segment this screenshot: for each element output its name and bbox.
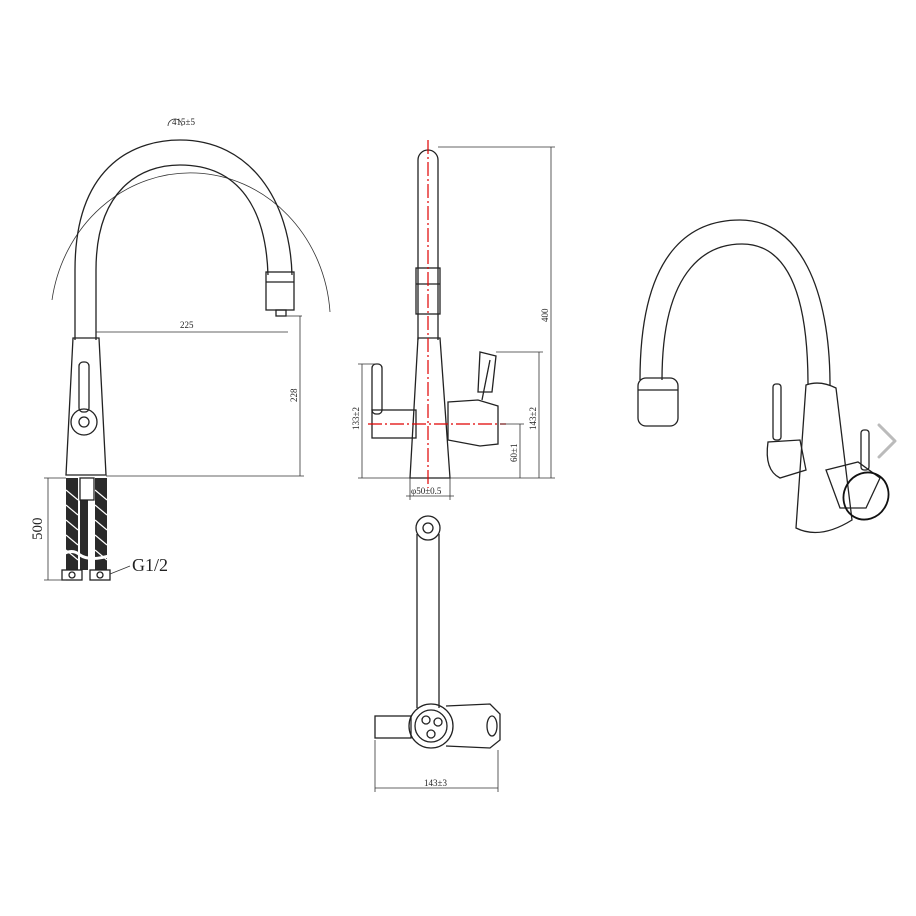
base-diameter-label: φ50±0.5 <box>411 486 442 496</box>
handle-height-right-label: 143±2 <box>528 407 538 430</box>
thread-label: G1/2 <box>132 555 168 575</box>
front-view: 415±5 225 228 <box>30 117 331 581</box>
arc-dimension-line <box>51 172 331 313</box>
side-handle-right <box>447 399 499 447</box>
base-height-label: 60±1 <box>509 444 519 462</box>
perspective-spout-head <box>637 377 679 427</box>
hose-length-label: 500 <box>30 518 46 541</box>
side-view: 400 143±2 60±1 133±2 φ50±0.5 <box>351 140 555 500</box>
top-inlet-2 <box>433 717 443 727</box>
perspective-body <box>795 382 853 534</box>
spout-head <box>265 271 295 311</box>
faucet-body <box>65 337 107 476</box>
top-spout-tip <box>415 515 441 541</box>
connector-right <box>89 569 111 581</box>
chevron-right-icon[interactable] <box>873 421 903 461</box>
spout-outer <box>74 139 293 340</box>
connector-left <box>61 569 83 581</box>
front-valve <box>70 408 98 436</box>
perspective-spout-outer <box>639 219 831 386</box>
top-inlet-3 <box>426 729 436 739</box>
perspective-lever-left <box>772 383 782 441</box>
spout-height-label: 228 <box>289 388 299 402</box>
perspective-view <box>637 219 890 534</box>
perspective-lever-right <box>860 429 870 471</box>
front-handle <box>78 361 90 413</box>
handle-height-left-label: 133±2 <box>351 407 361 430</box>
hose-left <box>66 478 78 570</box>
hose-right <box>95 478 107 570</box>
top-inlet-1 <box>421 715 431 725</box>
total-height-label: 400 <box>540 308 550 322</box>
top-body <box>408 703 454 749</box>
perspective-spout-inner <box>661 243 809 386</box>
top-view: 143±3 <box>374 515 501 792</box>
spout-inner <box>95 164 269 340</box>
top-handle-right <box>445 703 501 749</box>
top-width-label: 143±3 <box>424 778 447 788</box>
arc-radius-label: 415±5 <box>172 117 195 127</box>
hose-middle <box>80 500 88 570</box>
side-handle-left <box>371 363 383 415</box>
reach-label: 225 <box>180 320 194 330</box>
perspective-handle-knob <box>842 471 890 521</box>
arc-symbol-icon <box>167 118 183 127</box>
top-handle-left <box>374 715 412 739</box>
side-body <box>409 337 451 479</box>
